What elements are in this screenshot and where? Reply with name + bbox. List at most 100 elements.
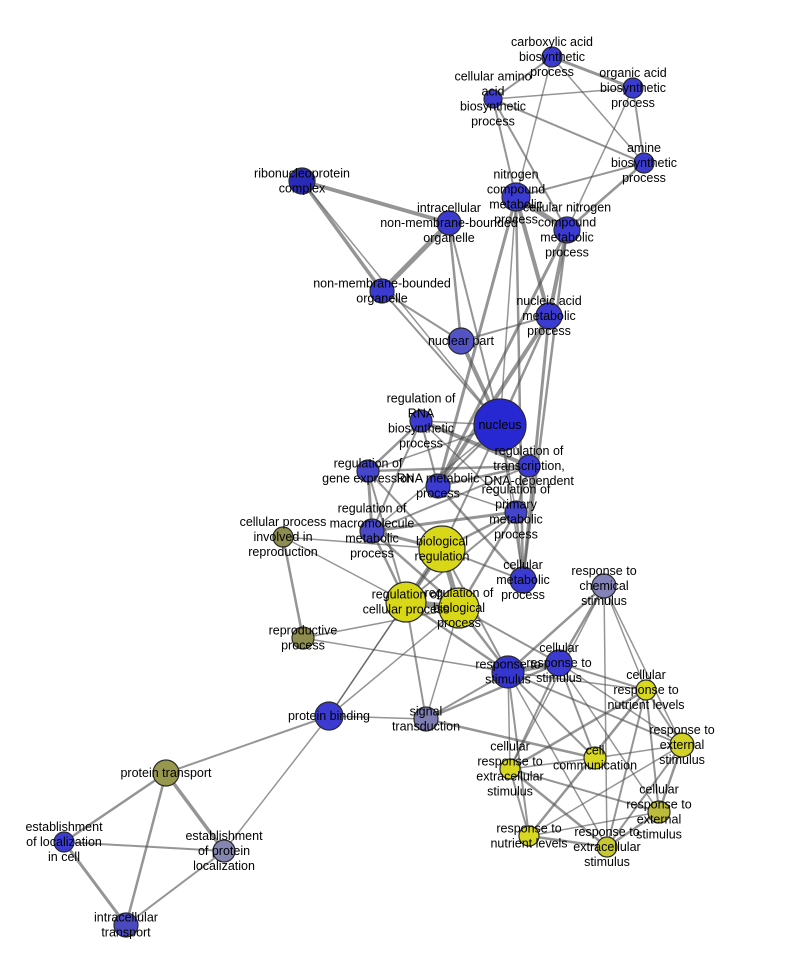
node-signal[interactable] xyxy=(413,706,439,732)
node-regbio[interactable] xyxy=(438,587,480,629)
edge-respstim--cellcomm[interactable] xyxy=(507,671,596,759)
edge-cellrespnut--cellrespext[interactable] xyxy=(645,689,660,813)
edge-cellnitro--rnamet[interactable] xyxy=(436,228,569,488)
edge-regcell--respstim[interactable] xyxy=(404,600,510,674)
node-cellrespnut[interactable] xyxy=(635,679,657,701)
node-repro[interactable] xyxy=(291,626,315,650)
edge-aminoacid--cellnitro[interactable] xyxy=(492,98,568,231)
edge-respchem--cellrespnut[interactable] xyxy=(603,585,647,691)
node-respchem[interactable] xyxy=(591,573,617,599)
edge-cellresp--cellrespextra[interactable] xyxy=(509,662,560,770)
node-aminoacid[interactable] xyxy=(483,89,503,109)
node-regprim[interactable] xyxy=(504,500,528,524)
node-respstim[interactable] xyxy=(491,655,525,689)
node-reproinv[interactable] xyxy=(272,526,294,548)
edge-nitro--nucleus[interactable] xyxy=(499,196,517,426)
edge-respnut--cellrespext[interactable] xyxy=(528,811,660,837)
edge-rnamet--cellmet[interactable] xyxy=(436,484,525,582)
node-estprot[interactable] xyxy=(212,839,236,863)
edge-respchem--respstim[interactable] xyxy=(506,584,606,674)
node-cellrespext[interactable] xyxy=(647,800,671,824)
edge-respstim--respnut[interactable] xyxy=(507,671,530,837)
edge-protbind--prottrans[interactable] xyxy=(165,715,330,774)
edge-signal--cellcomm[interactable] xyxy=(424,717,597,760)
edge-reproinv--repro[interactable] xyxy=(281,535,305,640)
edge-cellrespextra--respnut[interactable] xyxy=(509,768,530,837)
edge-cellresp--signal[interactable] xyxy=(424,661,561,721)
node-amine[interactable] xyxy=(633,152,655,174)
edge-orgacid--amine[interactable] xyxy=(632,87,645,164)
node-respextra[interactable] xyxy=(596,836,618,858)
node-prottrans[interactable] xyxy=(152,759,180,787)
edge-estprot--intratrans[interactable] xyxy=(125,850,225,926)
edge-estloc--estprot[interactable] xyxy=(63,841,225,852)
node-rnamet[interactable] xyxy=(425,473,451,499)
edge-cellrespextra--cellrespext[interactable] xyxy=(509,768,660,813)
edge-protbind--regbio[interactable] xyxy=(328,607,460,717)
edge-respstim--respextra[interactable] xyxy=(507,671,608,848)
edge-regtxn--rnamet[interactable] xyxy=(436,464,531,488)
edge-respchem--cellrespextra[interactable] xyxy=(509,585,605,770)
node-nucpart[interactable] xyxy=(447,327,475,355)
edge-aminoacid--nitro[interactable] xyxy=(492,98,517,198)
edge-reproinv--regcell[interactable] xyxy=(282,536,407,603)
node-nmb[interactable] xyxy=(369,278,395,304)
node-carb[interactable] xyxy=(541,46,563,68)
edge-cellcomm--cellrespextra[interactable] xyxy=(509,757,596,770)
edge-regrna--reggene[interactable] xyxy=(366,419,423,473)
edge-carb--amine[interactable] xyxy=(551,56,645,164)
node-intratrans[interactable] xyxy=(113,912,139,938)
node-cellnitro[interactable] xyxy=(553,216,581,244)
node-cellrespextra[interactable] xyxy=(499,758,521,780)
edge-estprot--protbind[interactable] xyxy=(223,715,330,852)
edge-respstim--cellrespnut[interactable] xyxy=(507,671,647,691)
edge-carb--aminoacid[interactable] xyxy=(492,56,553,100)
edge-regrna--regprim[interactable] xyxy=(420,420,517,513)
node-nucleus[interactable] xyxy=(473,398,527,452)
edge-protbind--bioreg[interactable] xyxy=(328,548,443,717)
edge-prottrans--estloc[interactable] xyxy=(62,771,168,844)
edge-respstim--respext[interactable] xyxy=(507,671,683,746)
node-bioreg[interactable] xyxy=(418,525,466,573)
edge-carb--nitro[interactable] xyxy=(515,56,553,198)
edge-orgacid--aminoacid[interactable] xyxy=(492,87,634,100)
node-cellmet[interactable] xyxy=(509,566,537,594)
edge-ribo--nmb[interactable] xyxy=(300,179,384,293)
edge-orgacid--cellnitro[interactable] xyxy=(566,87,634,231)
edge-amine--nitro[interactable] xyxy=(515,162,645,198)
edge-respchem--respext[interactable] xyxy=(603,585,683,746)
edge-nitro--nucacid[interactable] xyxy=(514,195,551,318)
edge-repro--regbio[interactable] xyxy=(302,607,460,639)
edge-rnamet--regprim[interactable] xyxy=(437,485,517,513)
node-respnut[interactable] xyxy=(518,825,540,847)
edge-amine--cellnitro[interactable] xyxy=(565,161,646,232)
edge-respext--respnut[interactable] xyxy=(528,744,683,837)
node-cellresp[interactable] xyxy=(545,649,573,677)
edge-cellresp--cellcomm[interactable] xyxy=(558,662,596,759)
edge-nucpart--nucacid[interactable] xyxy=(460,315,550,342)
edge-respnut--respextra[interactable] xyxy=(527,834,609,849)
edge-reproinv--bioreg[interactable] xyxy=(282,536,443,550)
node-nitro[interactable] xyxy=(501,182,531,212)
node-respext[interactable] xyxy=(669,732,695,758)
node-nucacid[interactable] xyxy=(535,302,563,330)
edge-intranmb--nucpart[interactable] xyxy=(447,221,463,343)
edge-cellrespnut--cellrespextra[interactable] xyxy=(508,688,648,771)
edge-intranmb--nucleus[interactable] xyxy=(448,222,501,426)
edge-protbind--signal[interactable] xyxy=(328,715,427,720)
edge-repro--respstim[interactable] xyxy=(302,637,509,673)
edge-reggene--regcell[interactable] xyxy=(367,470,407,603)
node-regtxn[interactable] xyxy=(517,454,541,478)
edge-regprim--regmacro[interactable] xyxy=(370,510,518,533)
edge-ribo--intranmb[interactable] xyxy=(300,179,451,225)
node-ribo[interactable] xyxy=(288,167,316,195)
node-regcell[interactable] xyxy=(385,581,427,623)
edge-nitro--rnamet[interactable] xyxy=(436,195,518,488)
edge-respchem--respextra[interactable] xyxy=(603,585,608,848)
edge-prottrans--estprot[interactable] xyxy=(164,771,226,853)
edge-nmb--nucpart[interactable] xyxy=(381,290,462,342)
node-estloc[interactable] xyxy=(53,831,75,853)
node-protbind[interactable] xyxy=(314,701,344,731)
edge-respext--respextra[interactable] xyxy=(606,744,683,848)
edge-estloc--intratrans[interactable] xyxy=(62,840,128,927)
